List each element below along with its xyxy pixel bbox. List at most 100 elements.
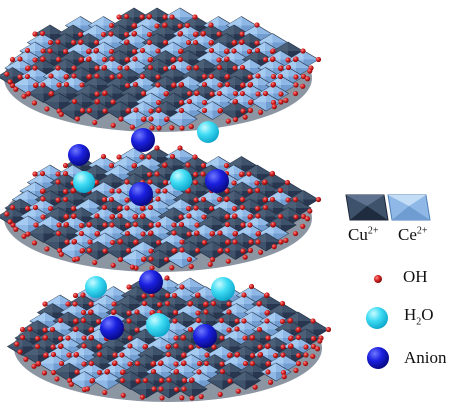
- oh-group: [310, 353, 316, 359]
- oh-group: [162, 22, 168, 28]
- oh-group: [292, 196, 299, 203]
- oh-group: [223, 162, 230, 169]
- oh-group: [257, 351, 264, 358]
- oh-group: [224, 73, 231, 80]
- oh-group: [262, 196, 269, 203]
- oh-group: [132, 221, 139, 228]
- oh-group: [231, 39, 238, 46]
- oh-group: [255, 230, 262, 237]
- oh-group: [239, 196, 246, 203]
- oh-group: [42, 334, 49, 341]
- oh-group: [254, 47, 261, 54]
- oh-group: [154, 171, 160, 177]
- oh-group: [86, 73, 93, 80]
- oh-group: [278, 99, 284, 105]
- oh-group: [164, 292, 171, 299]
- oh-group: [55, 197, 61, 203]
- oh-group: [162, 65, 169, 72]
- oh-group: [284, 179, 291, 186]
- oh-group: [109, 222, 115, 228]
- oh-group: [13, 226, 19, 232]
- anion-ion: [205, 169, 229, 193]
- oh-group: [126, 284, 132, 290]
- oh-group: [300, 213, 307, 220]
- oh-group: [101, 196, 108, 203]
- cu-symbol: Cu: [348, 225, 368, 244]
- oh-group: [88, 326, 95, 333]
- oh-group: [32, 65, 38, 71]
- oh-group: [173, 361, 179, 367]
- oh-group: [155, 196, 161, 202]
- oh-group: [139, 14, 145, 20]
- oh-group: [184, 22, 191, 29]
- oh-group: [139, 394, 146, 400]
- oh-group: [300, 48, 306, 54]
- oh-group: [280, 369, 287, 376]
- oh-group: [300, 223, 306, 229]
- oh-group: [185, 162, 191, 168]
- oh-group: [246, 48, 253, 55]
- oh-group: [100, 31, 107, 38]
- oh-group: [132, 213, 139, 220]
- oh-group: [281, 374, 287, 380]
- oh-group: [179, 395, 185, 401]
- oh-group: [219, 368, 226, 375]
- oh-group: [110, 99, 116, 105]
- oh-group: [146, 39, 153, 46]
- oh-group: [162, 39, 169, 46]
- oh-group: [95, 318, 102, 325]
- oh-group: [278, 65, 284, 71]
- oh-group: [117, 213, 123, 219]
- oh-group: [109, 74, 115, 80]
- water-molecule: [211, 277, 235, 301]
- oh-group: [156, 107, 162, 113]
- oh-group: [163, 90, 170, 97]
- oh-group: [195, 317, 202, 324]
- oh-group: [148, 108, 154, 114]
- oh-group: [304, 216, 311, 222]
- legend-symbols: [345, 194, 431, 369]
- oh-group: [34, 335, 41, 342]
- oh-group: [254, 187, 261, 194]
- oh-group: [270, 99, 277, 106]
- oh-group: [208, 205, 215, 212]
- oh-group: [86, 247, 93, 254]
- oh-group: [74, 256, 80, 262]
- oh-group: [239, 171, 245, 177]
- oh-group: [139, 154, 145, 160]
- oh-group: [173, 335, 179, 341]
- oh-group: [325, 326, 332, 333]
- oh-group: [78, 39, 84, 45]
- oh-group: [162, 162, 168, 168]
- oh-group: [47, 48, 53, 54]
- oh-group: [117, 205, 123, 211]
- oh-group: [31, 100, 38, 106]
- oh-group: [100, 153, 107, 160]
- oh-group: [195, 310, 201, 316]
- oh-group: [155, 82, 161, 88]
- oh-group: [279, 318, 286, 325]
- oh-group: [240, 108, 246, 114]
- oh-group: [293, 367, 299, 373]
- oh-group: [86, 107, 93, 114]
- oh-group: [162, 14, 168, 20]
- oh-group: [117, 238, 124, 245]
- oh-group: [201, 73, 208, 80]
- oh-group: [132, 56, 138, 62]
- oh-group: [293, 82, 299, 88]
- oh-group: [62, 162, 69, 169]
- oh-group: [149, 125, 155, 131]
- oh-group: [146, 31, 153, 38]
- oh-group: [171, 222, 177, 228]
- oh-group: [185, 205, 192, 212]
- oh-group: [201, 99, 208, 106]
- oh-group: [86, 56, 92, 62]
- oh-group: [94, 91, 100, 97]
- oh-group: [148, 116, 154, 122]
- oh-group: [170, 56, 177, 63]
- oh-group: [93, 39, 100, 46]
- oh-group: [196, 360, 203, 367]
- oh-group: [63, 213, 70, 220]
- oh-group: [124, 39, 130, 45]
- oh-group: [77, 31, 84, 38]
